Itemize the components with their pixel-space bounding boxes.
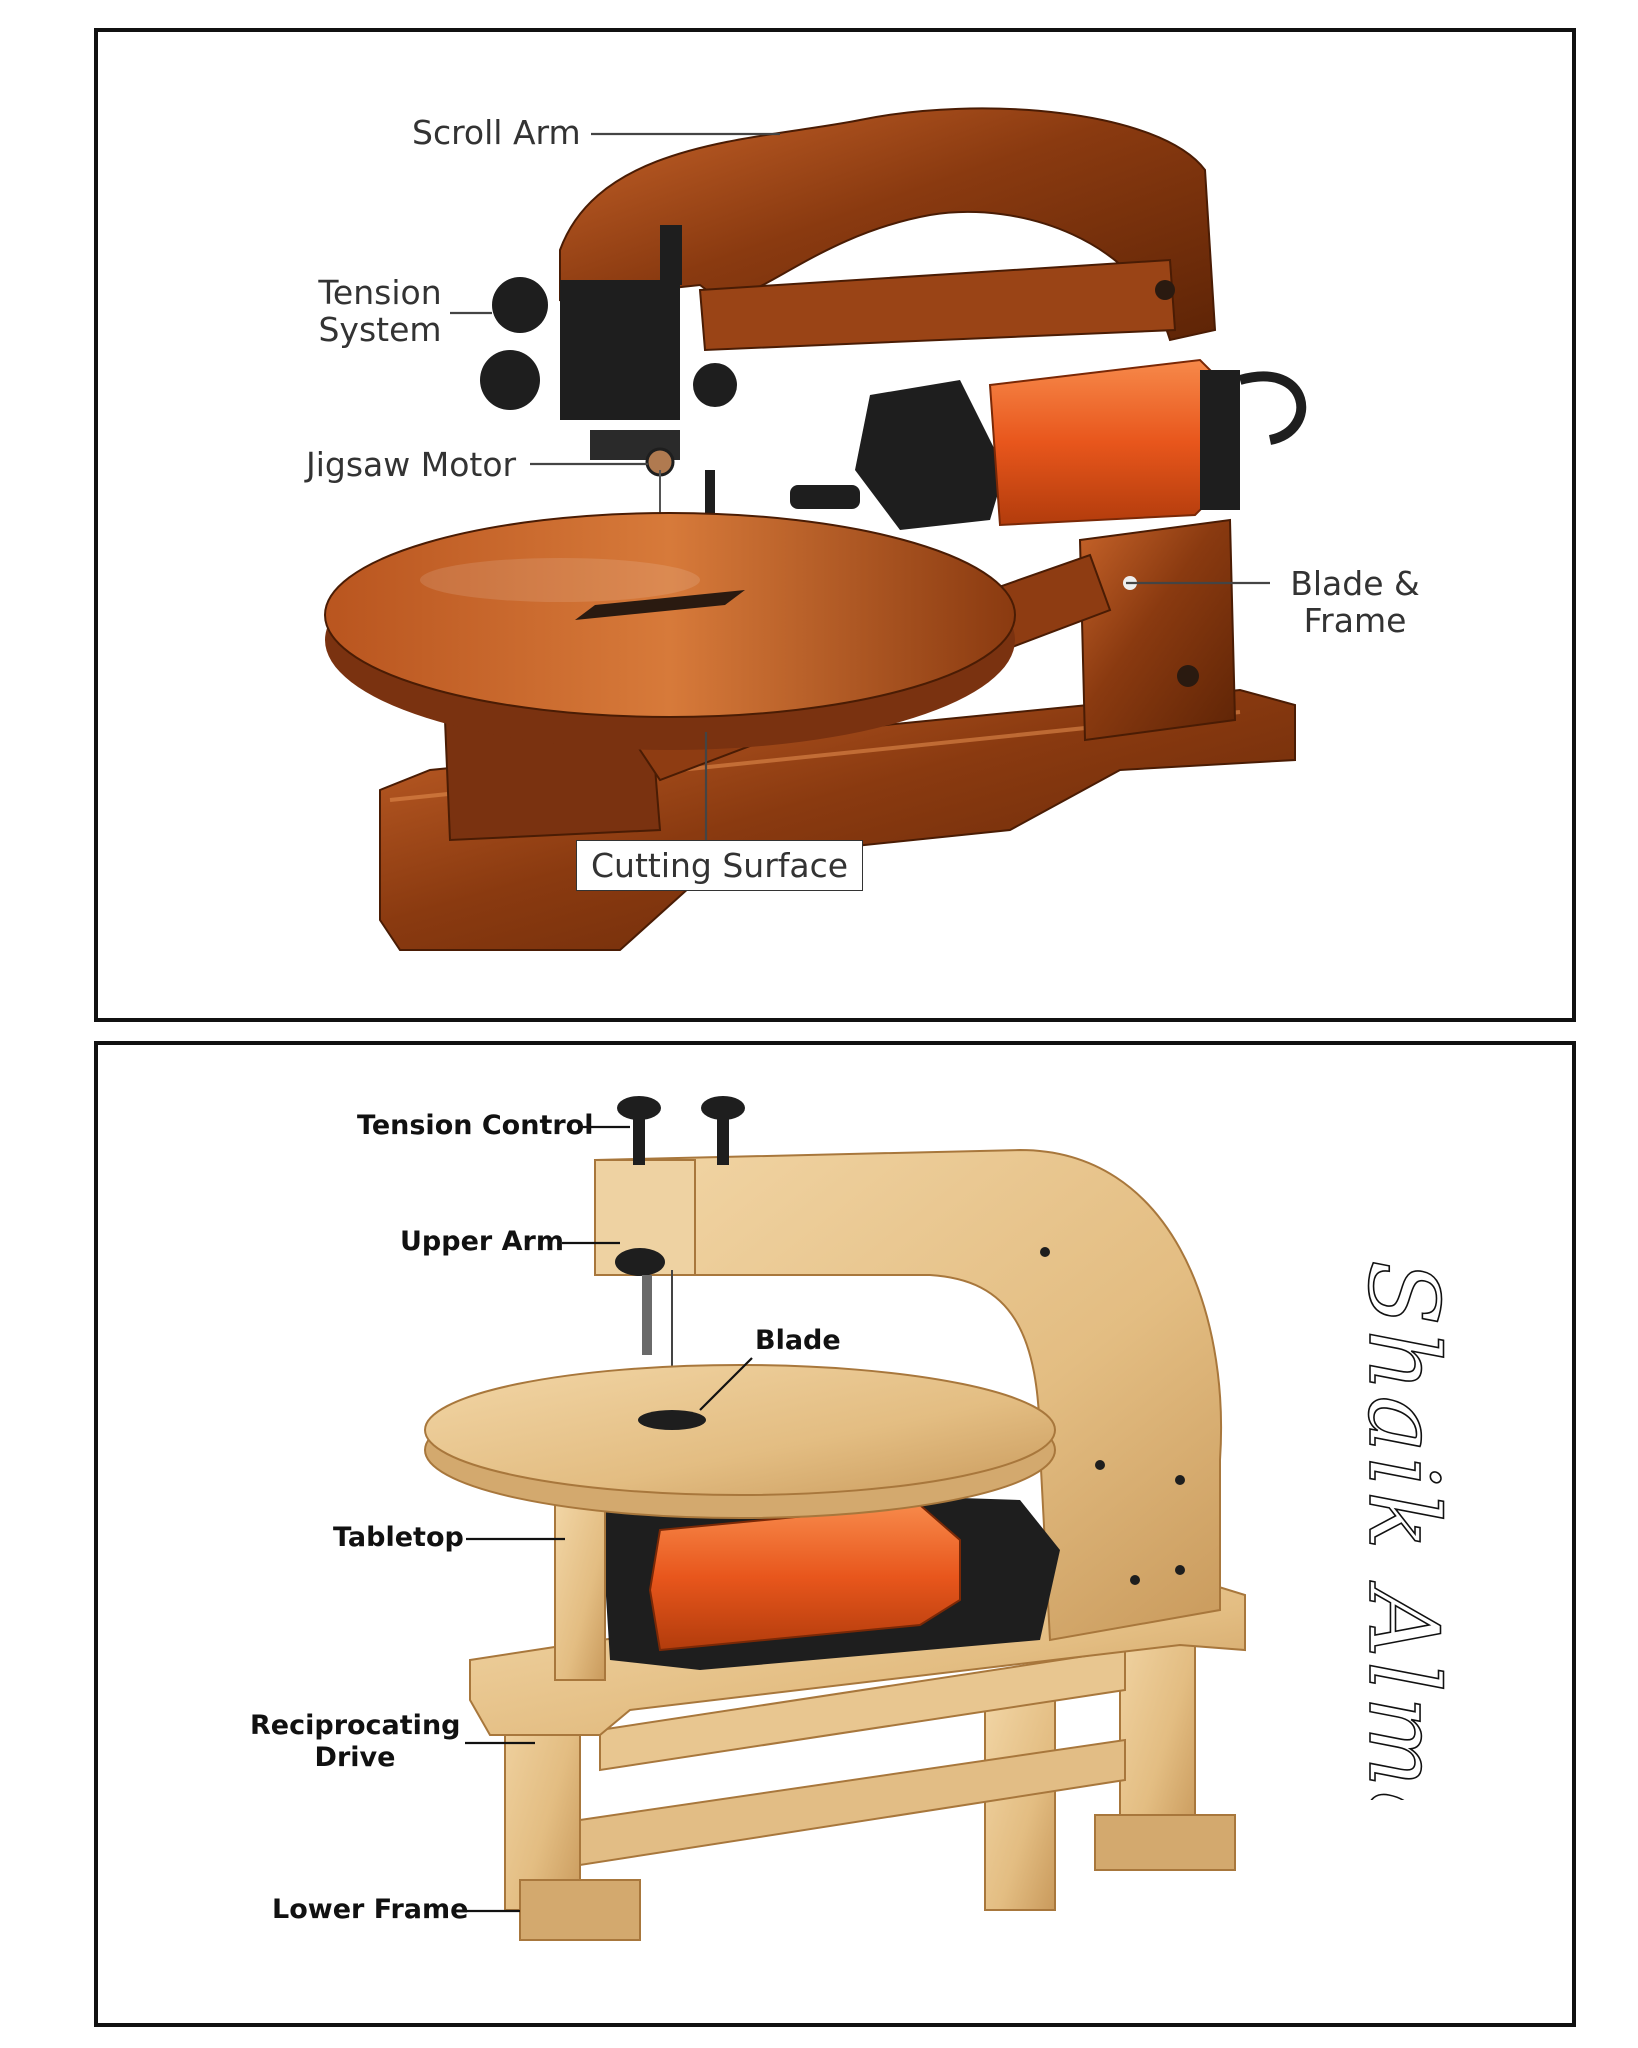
bottom-leader-lines bbox=[460, 1125, 753, 1913]
label-tension-system: Tension System bbox=[310, 274, 450, 348]
label-upper-arm: Upper Arm bbox=[400, 1226, 564, 1257]
label-lower-frame: Lower Frame bbox=[272, 1894, 469, 1925]
label-tension-control: Tension Control bbox=[357, 1110, 594, 1141]
tabletop bbox=[424, 1364, 1056, 1496]
walnut-scroll-saw bbox=[324, 107, 1307, 951]
scroll-arm bbox=[559, 107, 1217, 342]
jigsaw-motor-body bbox=[988, 358, 1237, 527]
tension-knob bbox=[617, 1096, 661, 1120]
bottom-diagram-panel bbox=[94, 1041, 1576, 2027]
svg-text:Shaik Almas: Shaik Almas bbox=[1347, 1260, 1459, 1800]
top-leader-lines bbox=[450, 132, 1270, 840]
label-tension-system-line2: System bbox=[318, 310, 442, 349]
upper-arm bbox=[593, 1148, 1222, 1642]
motor-end-cap bbox=[855, 380, 1005, 530]
blade-hole bbox=[638, 1410, 706, 1430]
label-reciprocating-drive-line2: Drive bbox=[314, 1742, 396, 1773]
label-scroll-arm: Scroll Arm bbox=[412, 113, 581, 152]
label-blade-frame-line2: Frame bbox=[1303, 601, 1407, 640]
reciprocating-drive-motor bbox=[648, 1503, 961, 1652]
tension-head bbox=[560, 280, 680, 420]
label-tension-system-line1: Tension bbox=[318, 273, 442, 312]
label-jigsaw-motor: Jigsaw Motor bbox=[306, 445, 517, 484]
lower-frame-foot bbox=[519, 1879, 641, 1941]
label-tabletop: Tabletop bbox=[333, 1522, 464, 1553]
label-blade-frame-line1: Blade & bbox=[1290, 564, 1420, 603]
label-cutting-surface: Cutting Surface bbox=[576, 840, 864, 891]
signature-mark: Shaik Almas bbox=[1346, 1259, 1460, 1906]
label-blade: Blade bbox=[755, 1325, 841, 1356]
handwritten-signature: Shaik Almas bbox=[1300, 1250, 1500, 1906]
label-reciprocating-drive: Reciprocating Drive bbox=[250, 1710, 461, 1774]
rear-column bbox=[1078, 518, 1237, 742]
birch-scroll-saw bbox=[424, 1096, 1246, 1941]
label-reciprocating-drive-line1: Reciprocating bbox=[250, 1710, 461, 1741]
label-blade-frame: Blade & Frame bbox=[1280, 565, 1430, 639]
cutting-table bbox=[324, 512, 1016, 718]
